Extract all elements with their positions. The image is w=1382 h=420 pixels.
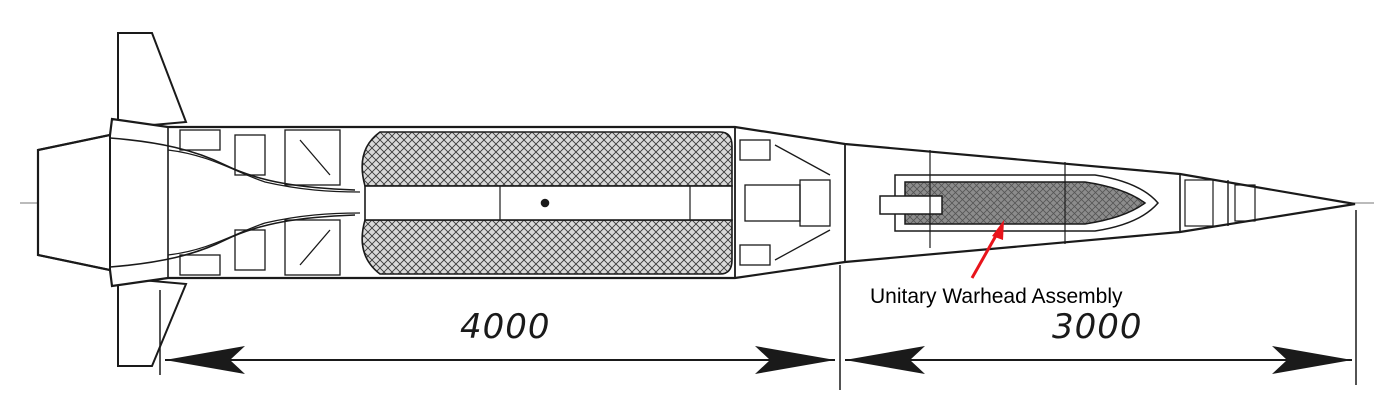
dimension-label-4000: 4000 xyxy=(460,307,551,347)
dimension-line-3000 xyxy=(845,346,1352,374)
tail-fins xyxy=(117,32,188,367)
dimension-extension-lines xyxy=(159,210,1357,390)
guidance-section-details xyxy=(1184,179,1256,227)
dimension-label-3000: 3000 xyxy=(1052,307,1143,347)
annotation-pointer-arrow xyxy=(970,220,1004,279)
rocket-motor-grain xyxy=(361,131,733,275)
aft-equipment-details xyxy=(179,129,831,276)
warhead-annotation-label: Unitary Warhead Assembly xyxy=(870,285,1123,308)
warhead-section xyxy=(879,150,1159,248)
dimension-line-4000 xyxy=(165,346,835,374)
